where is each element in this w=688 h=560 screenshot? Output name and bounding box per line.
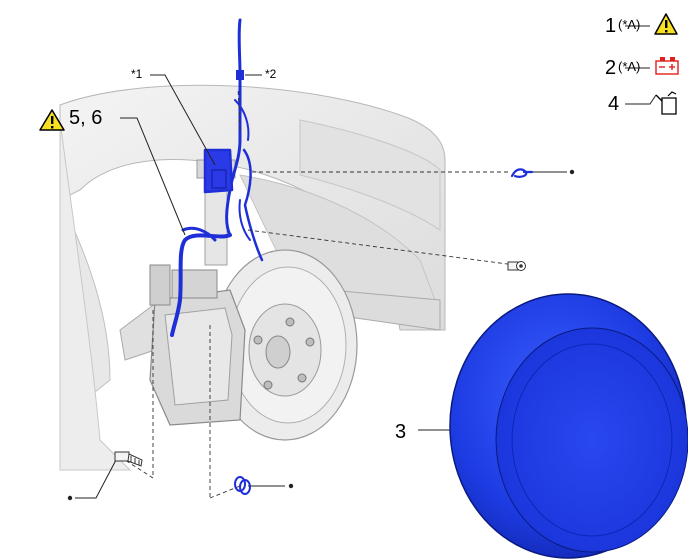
- dashed-leaders: [124, 87, 516, 499]
- wheel-cover-part: [449, 293, 688, 559]
- item-5-6-number: 5, 6: [69, 107, 103, 129]
- clip-part: [510, 168, 534, 178]
- caution-triangle-icon-5-6: [39, 109, 65, 131]
- leader-dots: [67, 169, 575, 501]
- item-1-note: (*A): [618, 17, 641, 32]
- union-bolt-part: [114, 451, 143, 467]
- caution-triangle-icon: [654, 13, 678, 35]
- gasket-part: [234, 476, 251, 495]
- item-1-number: 1: [605, 15, 617, 37]
- item-2-number: 2: [605, 57, 617, 79]
- solid-leaders: [75, 25, 657, 499]
- star-1-label: *1: [131, 67, 143, 81]
- bolt-part-right: [507, 261, 526, 271]
- hose-fitting-2: [236, 70, 244, 80]
- battery-terminal-icon: [655, 57, 679, 75]
- brake-disc-illustration: [212, 249, 358, 441]
- star-2-label: *2: [265, 67, 277, 81]
- item-3-number: 3: [395, 421, 407, 443]
- item-2-note: (*A): [618, 59, 641, 74]
- wheel-housing-illustration: [59, 84, 446, 471]
- oil-can-icon: [655, 91, 677, 115]
- hose-bracket: [211, 169, 227, 189]
- item-4-number: 4: [608, 93, 620, 115]
